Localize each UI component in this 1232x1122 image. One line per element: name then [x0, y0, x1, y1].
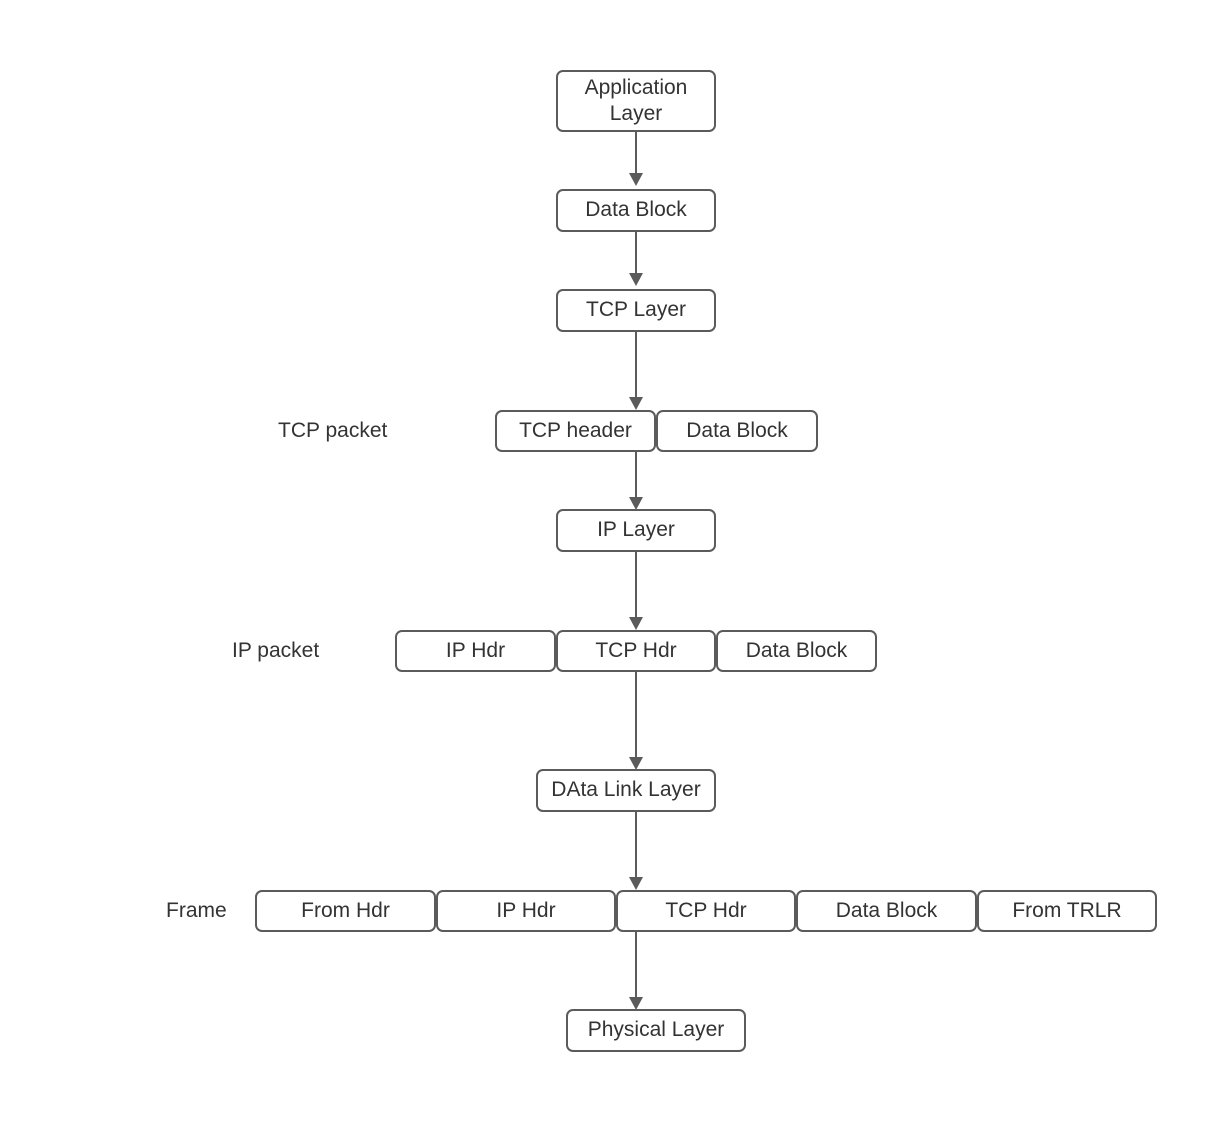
arrow-shaft	[635, 552, 637, 617]
segment-tcp-hdr[interactable]: TCP Hdr	[556, 630, 716, 672]
node-data-block[interactable]: Data Block	[556, 189, 716, 232]
segment-frame-data-block[interactable]: Data Block	[796, 890, 977, 932]
label-frame: Frame	[166, 899, 227, 922]
arrow-head	[629, 617, 643, 630]
arrow-data-block-to-tcp-layer	[629, 232, 643, 286]
segment-frame-ip-hdr[interactable]: IP Hdr	[436, 890, 616, 932]
arrow-data-link-layer-to-frame	[629, 812, 643, 890]
segment-from-hdr[interactable]: From Hdr	[255, 890, 436, 932]
arrow-shaft	[635, 932, 637, 997]
node-physical-layer[interactable]: Physical Layer	[566, 1009, 746, 1052]
segment-from-trlr[interactable]: From TRLR	[977, 890, 1157, 932]
arrow-tcp-packet-to-ip-layer	[629, 452, 643, 510]
segment-ip-hdr[interactable]: IP Hdr	[395, 630, 556, 672]
label-tcp-packet: TCP packet	[278, 419, 388, 442]
arrow-tcp-layer-to-tcp-packet	[629, 332, 643, 410]
arrow-ip-packet-to-data-link-layer	[629, 672, 643, 770]
segment-frame-tcp-hdr[interactable]: TCP Hdr	[616, 890, 796, 932]
arrow-head	[629, 757, 643, 770]
arrow-head	[629, 273, 643, 286]
node-ip-layer[interactable]: IP Layer	[556, 509, 716, 552]
node-data-link-layer[interactable]: DAta Link Layer	[536, 769, 716, 812]
segment-tcp-packet-data-block[interactable]: Data Block	[656, 410, 818, 452]
arrow-shaft	[635, 232, 637, 273]
arrow-shaft	[635, 452, 637, 497]
arrow-shaft	[635, 332, 637, 397]
arrow-head	[629, 173, 643, 186]
node-application-layer[interactable]: Application Layer	[556, 70, 716, 132]
arrow-frame-to-physical-layer	[629, 932, 643, 1010]
arrow-head	[629, 997, 643, 1010]
node-tcp-layer[interactable]: TCP Layer	[556, 289, 716, 332]
arrow-head	[629, 877, 643, 890]
arrow-shaft	[635, 812, 637, 877]
arrow-application-to-data-block	[629, 132, 643, 186]
arrow-head	[629, 497, 643, 510]
arrow-shaft	[635, 132, 637, 173]
label-ip-packet: IP packet	[232, 639, 320, 662]
arrow-ip-layer-to-ip-packet	[629, 552, 643, 630]
segment-ip-packet-data-block[interactable]: Data Block	[716, 630, 877, 672]
arrow-head	[629, 397, 643, 410]
arrow-shaft	[635, 672, 637, 757]
segment-tcp-header[interactable]: TCP header	[495, 410, 656, 452]
